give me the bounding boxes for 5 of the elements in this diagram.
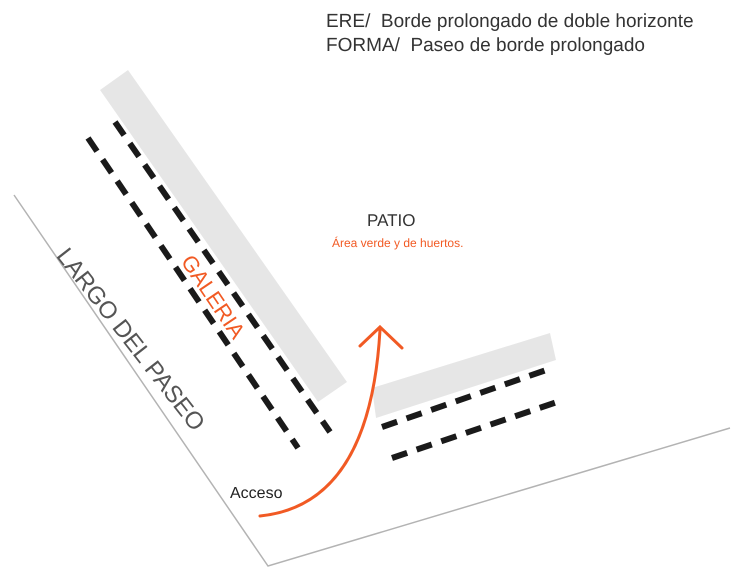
heading-text: FORMA/ Paseo de borde prolongado bbox=[326, 36, 645, 55]
access-label: Acceso bbox=[230, 486, 282, 502]
heading-text: ERE/ Borde prolongado de doble horizonte bbox=[326, 12, 694, 31]
area-note: Área verde y de huertos. bbox=[332, 237, 464, 249]
area-label: PATIO bbox=[367, 212, 416, 229]
